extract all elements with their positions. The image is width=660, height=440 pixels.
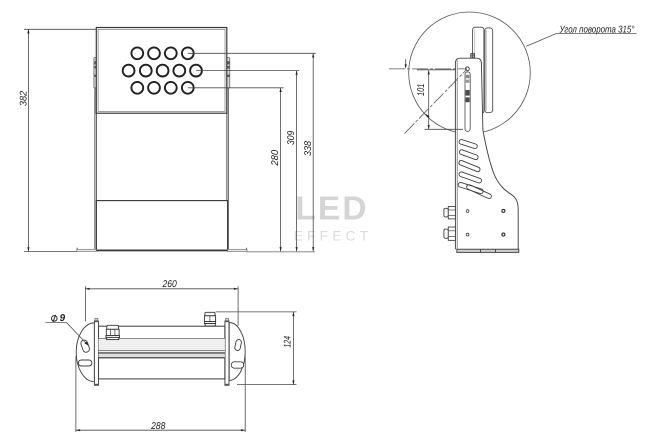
svg-text:101: 101 [416,84,427,96]
svg-text:Угол поворота 315°: Угол поворота 315° [559,24,635,35]
svg-text:EFFECT: EFFECT [294,229,373,244]
svg-text:9: 9 [60,313,66,324]
svg-text:260: 260 [162,279,178,290]
svg-text:124: 124 [283,336,294,348]
svg-text:382: 382 [18,90,29,106]
svg-text:LED: LED [295,191,369,228]
svg-text:288: 288 [150,421,166,432]
svg-text:280: 280 [270,149,281,166]
svg-text:309: 309 [286,130,297,145]
svg-text:338: 338 [303,140,314,156]
